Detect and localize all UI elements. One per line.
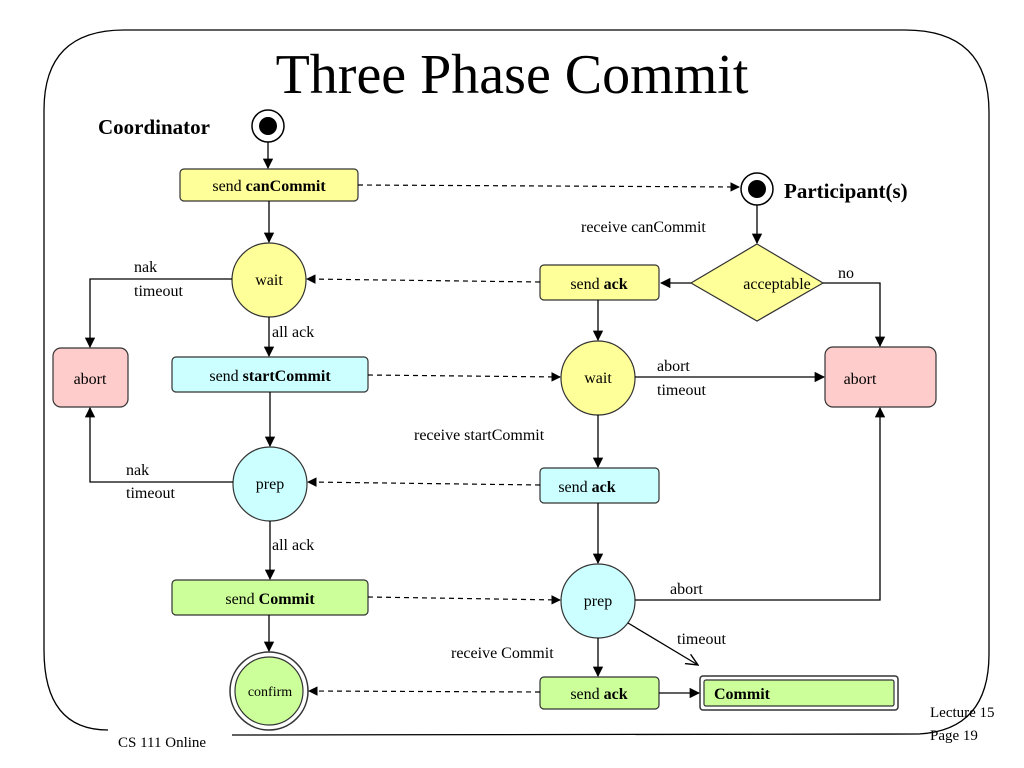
coordinator-prep-node: prep [232, 446, 308, 522]
arrow-wait-to-abort [84, 278, 232, 349]
label-all-ack-1: all ack [272, 324, 314, 341]
label-receive-startcommit: receive startCommit [414, 427, 545, 444]
coordinator-label: Coordinator [98, 115, 210, 139]
svg-text:abort: abort [844, 371, 877, 388]
msg-cancommit [357, 182, 740, 192]
svg-text:wait: wait [584, 370, 612, 387]
label-timeout-wait: timeout [657, 382, 706, 399]
send-prefix: send [225, 591, 258, 608]
label-receive-cancommit: receive canCommit [581, 219, 706, 236]
msg-ack1 [306, 274, 541, 284]
arrow-prep-to-commit-timeout [627, 622, 698, 665]
participant-commit-node: Commit [699, 675, 899, 711]
label-nak-1: nak [134, 259, 157, 276]
arrow-prep-to-abort [84, 406, 233, 483]
svg-text:confirm: confirm [248, 685, 292, 700]
svg-text:acceptable: acceptable [743, 276, 811, 293]
label-nak-2: nak [126, 462, 149, 479]
svg-text:wait: wait [255, 272, 283, 289]
svg-text:send canCommit: send canCommit [212, 178, 326, 195]
label-abort-prep: abort [670, 581, 703, 598]
svg-text:prep: prep [584, 593, 612, 610]
svg-text:send ack: send ack [558, 479, 615, 496]
arrow-prep-to-pabort [635, 406, 886, 601]
label-timeout-prep: timeout [677, 631, 726, 648]
msg-ack2 [307, 477, 541, 487]
send-prefix: send [209, 368, 242, 385]
coordinator-send-cancommit-node: send canCommit [179, 168, 359, 202]
msg-ack3 [308, 686, 541, 696]
label-timeout-1: timeout [134, 283, 183, 300]
send-prefix: send [570, 276, 603, 293]
send-prefix: send [570, 686, 603, 703]
participant-abort-node: abort [824, 346, 937, 408]
footer-course: CS 111 Online [118, 735, 206, 751]
send-prefix: send [212, 178, 245, 195]
coordinator-start-node [251, 109, 285, 143]
cancommit-keyword: canCommit [246, 178, 327, 195]
participant-prep-node: prep [560, 563, 636, 639]
label-all-ack-2: all ack [272, 537, 314, 554]
msg-startcommit [367, 372, 561, 382]
participant-start-node [740, 172, 774, 206]
participant-send-ack-3-node: send ack [539, 676, 660, 710]
svg-text:send ack: send ack [570, 276, 627, 293]
label-timeout-2: timeout [126, 485, 175, 502]
ack-keyword: ack [592, 479, 616, 496]
coordinator-send-startcommit-node: send startCommit [171, 356, 369, 393]
slide-frame [43, 29, 990, 736]
svg-text:Commit: Commit [714, 686, 771, 703]
arrow-acceptable-to-abort [823, 282, 886, 348]
ack-keyword: ack [604, 276, 628, 293]
svg-text:send ack: send ack [570, 686, 627, 703]
startcommit-keyword: startCommit [243, 368, 332, 385]
send-prefix: send [558, 479, 591, 496]
svg-text:send startCommit: send startCommit [209, 368, 331, 385]
label-abort-wait: abort [657, 358, 690, 375]
slide-title: Three Phase Commit [276, 44, 749, 106]
participant-label: Participant(s) [784, 179, 908, 203]
footer-lecture: Lecture 15 [930, 705, 995, 721]
coordinator-send-commit-node: send Commit [171, 579, 369, 616]
coordinator-wait-node: wait [231, 242, 307, 318]
participant-wait-node: wait [560, 340, 636, 416]
msg-commit [367, 595, 561, 605]
ack-keyword: ack [604, 686, 628, 703]
svg-text:send Commit: send Commit [225, 591, 315, 608]
commit-keyword: Commit [259, 591, 316, 608]
label-no: no [838, 265, 854, 282]
label-receive-commit: receive Commit [451, 645, 554, 662]
footer-page: Page 19 [930, 728, 978, 744]
participant-acceptable-decision: acceptable [689, 243, 825, 322]
svg-text:prep: prep [256, 476, 284, 493]
svg-text:abort: abort [74, 371, 107, 388]
coordinator-abort-node: abort [52, 347, 129, 408]
coordinator-confirm-node: confirm [229, 651, 309, 731]
participant-send-ack-2-node: send ack [539, 467, 660, 504]
participant-send-ack-1-node: send ack [539, 264, 660, 301]
